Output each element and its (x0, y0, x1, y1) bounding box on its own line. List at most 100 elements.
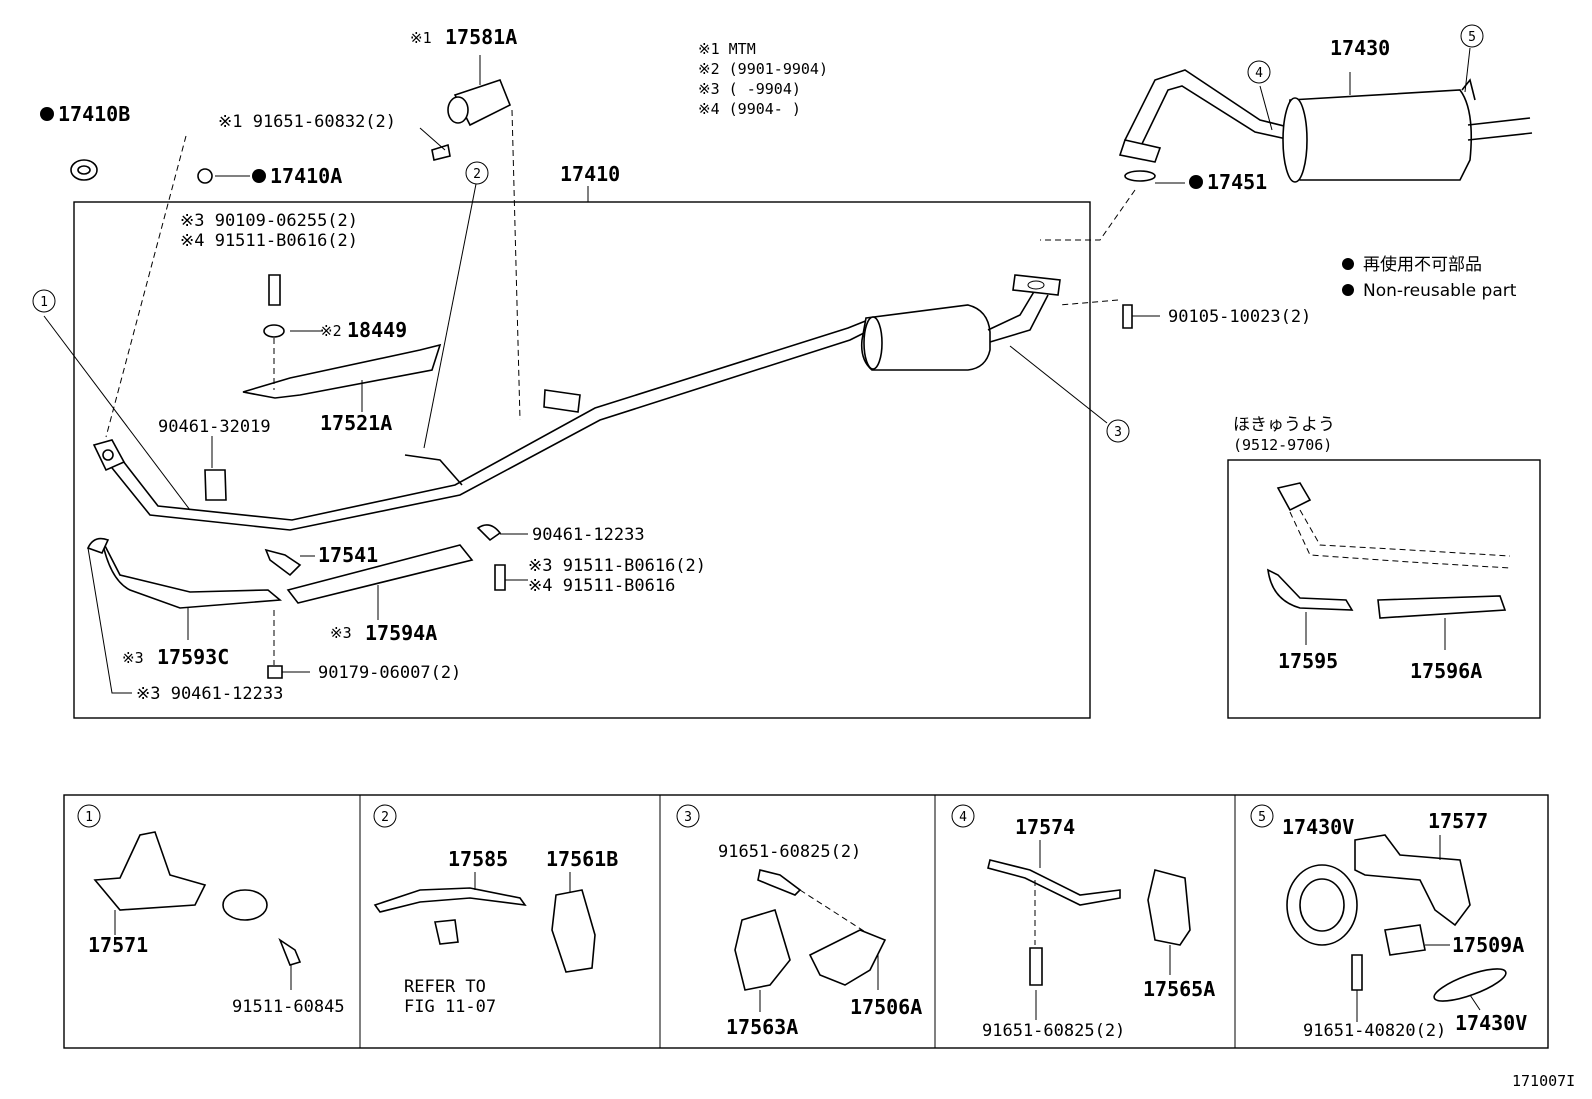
rear-muffler (1118, 69, 1533, 183)
nut-icon (267, 665, 283, 679)
label-17565A: 17565A (1143, 977, 1215, 1001)
panel-1: 1 17571 91511-60845 (77, 804, 345, 1017)
label-17410A: 17410A (270, 164, 342, 188)
heat-insulators (101, 343, 474, 609)
mark-17594A: ※3 (330, 624, 352, 642)
label-17521A: 17521A (320, 411, 392, 435)
label-91511-B0616-c: ※4 91511-B0616 (528, 576, 675, 596)
mark-17581A: ※1 (410, 29, 432, 47)
bolt-icon (268, 274, 281, 306)
label-17410: 17410 (560, 162, 620, 186)
mark-17593C: ※3 (122, 649, 144, 667)
bullet-icon (40, 107, 54, 121)
clamp-icon (222, 889, 268, 921)
bullet-icon (1189, 175, 1203, 189)
bolt-icon (1351, 954, 1363, 991)
insulator-17596A (1377, 595, 1507, 619)
panel-5: 5 17430V 17577 17509A 91651-40820(2) 174… (1250, 804, 1527, 1041)
label-91651-60825: 91651-60825(2) (718, 842, 861, 862)
refer-line-1: REFER TO (404, 977, 486, 997)
non-reusable-jp: 再使用不可部品 (1363, 254, 1482, 275)
washer-18449 (263, 324, 285, 338)
label-91511-60845: 91511-60845 (232, 997, 345, 1017)
label-91651-60832: ※1 91651-60832(2) (218, 112, 396, 132)
label-90179-06007: 90179-06007(2) (318, 663, 461, 683)
label-17541: 17541 (318, 543, 378, 567)
insulator-17563A (734, 909, 791, 991)
figure-code: 171007I (1512, 1072, 1575, 1090)
insulator-17595 (1267, 568, 1354, 611)
label-90105-10023: 90105-10023(2) (1168, 307, 1311, 327)
label-17430V-b: 17430V (1455, 1011, 1527, 1035)
label-17595: 17595 (1278, 649, 1338, 673)
main-labels: ※1 17581A 17410B 17410A ※1 91651-60832(2… (40, 25, 1390, 704)
label-91651-40820: 91651-40820(2) (1303, 1021, 1446, 1041)
dashed-leaders (105, 109, 1136, 665)
panel-4: 4 17574 17565A 91651-60825(2) (951, 804, 1215, 1041)
svg-text:2: 2 (473, 167, 481, 182)
panel-3: 3 91651-60825(2) 17563A 17506A (676, 804, 922, 1039)
bullet-icon (252, 169, 266, 183)
svg-text:5: 5 (1258, 810, 1266, 825)
label-17594A: 17594A (365, 621, 437, 645)
insulator-17594A (286, 544, 474, 604)
exhaust-pipe (92, 319, 871, 531)
bolt-icon (757, 869, 802, 896)
callout-3: 3 (1106, 419, 1130, 443)
svg-text:1: 1 (85, 810, 93, 825)
bolt-icon (431, 143, 451, 161)
clamp-90461-32019 (204, 469, 227, 501)
label-17585: 17585 (448, 847, 508, 871)
label-17451: 17451 (1207, 170, 1267, 194)
label-90461-12233-b: ※3 90461-12233 (136, 684, 283, 704)
bracket-17506A (808, 929, 887, 986)
bullet-icon (1342, 258, 1354, 270)
label-17430V-a: 17430V (1282, 815, 1354, 839)
label-17563A: 17563A (726, 1015, 798, 1039)
bolt-icon (1122, 304, 1133, 329)
clamp-icon (86, 537, 110, 554)
label-17577: 17577 (1428, 809, 1488, 833)
note-legend: ※1 MTM ※2 (9901-9904) ※3 ( -9904) ※4 (99… (698, 40, 828, 118)
non-reusable-en: Non-reusable part (1363, 281, 1517, 301)
insulator-17561B (551, 889, 596, 973)
label-90461-32019: 90461-32019 (158, 417, 271, 437)
bolt-icon (1029, 947, 1043, 986)
service-range: (9512-9706) (1233, 436, 1332, 454)
label-17506A: 17506A (850, 995, 922, 1019)
note-1: ※1 MTM (698, 40, 756, 58)
callout-1: 1 (32, 289, 56, 313)
label-90109-06255: ※3 90109-06255(2) (180, 211, 358, 231)
bracket-17571 (93, 831, 207, 911)
mark-18449: ※2 (320, 322, 342, 340)
note-3: ※3 ( -9904) (698, 80, 801, 98)
svg-text:5: 5 (1468, 30, 1476, 45)
clamp-90461-12233 (476, 524, 502, 542)
service-title: ほきゅうよう (1233, 415, 1335, 435)
note-4: ※4 (9904- ) (698, 100, 801, 118)
label-91511-B0616-a: ※4 91511-B0616(2) (180, 231, 358, 251)
label-17571: 17571 (88, 933, 148, 957)
leader-lines (43, 47, 1471, 694)
callout-5: 5 (1460, 24, 1484, 48)
refer-line-2: FIG 11-07 (404, 997, 496, 1017)
note-2: ※2 (9901-9904) (698, 60, 828, 78)
label-91651-60825-b: 91651-60825(2) (982, 1021, 1125, 1041)
insulator-17509A (1384, 924, 1426, 956)
bolt-icon (278, 937, 302, 966)
label-17561B: 17561B (546, 847, 618, 871)
label-91511-B0616-b: ※3 91511-B0616(2) (528, 556, 706, 576)
bullet-icon (1342, 284, 1354, 296)
label-17430: 17430 (1330, 36, 1390, 60)
label-17574: 17574 (1015, 815, 1075, 839)
label-17593C: 17593C (157, 645, 229, 669)
bolt-icon (494, 564, 506, 591)
bolt-icon (434, 919, 459, 945)
nut-17410A (197, 168, 213, 184)
bracket-17577 (1354, 834, 1471, 927)
hanger-17574 (987, 859, 1121, 906)
callout-4: 4 (1247, 60, 1271, 84)
bracket-17541 (264, 548, 302, 577)
svg-text:4: 4 (1255, 66, 1263, 81)
